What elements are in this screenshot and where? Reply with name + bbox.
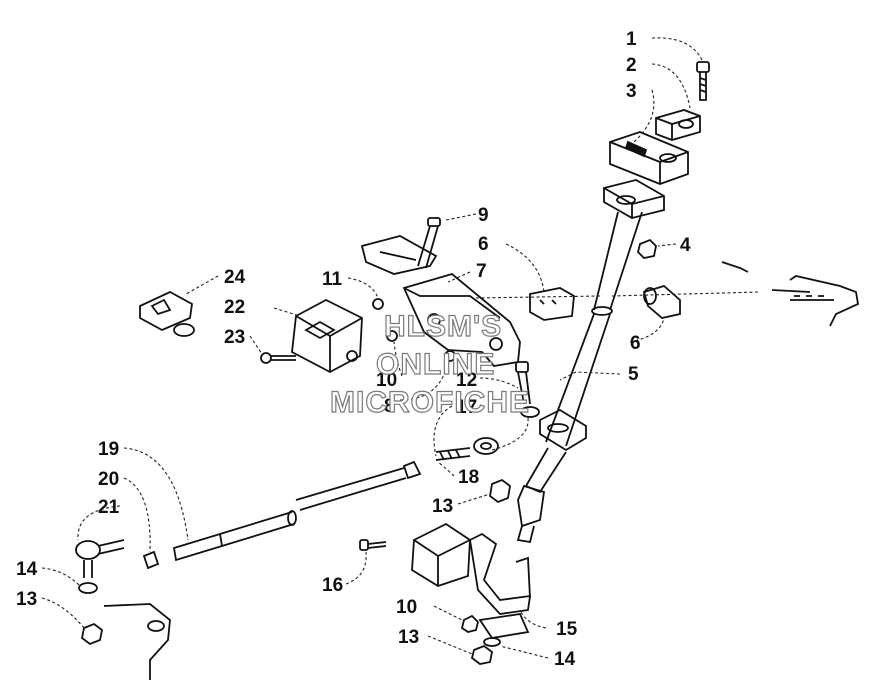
callout-6-lower: 6 — [630, 333, 641, 354]
callout-7: 7 — [476, 261, 487, 282]
part-18-rod-end — [435, 437, 499, 461]
part-7-bracket — [402, 273, 521, 367]
callout-10-lower: 10 — [396, 597, 417, 618]
part-19-tie-rod — [172, 460, 422, 562]
callout-15: 15 — [556, 619, 578, 640]
callout-13-lower: 13 — [398, 627, 419, 648]
watermark: HLSM'S ONLINE MICROFICHE — [329, 309, 530, 419]
callout-8: 8 — [384, 396, 395, 417]
part-24-key — [139, 290, 195, 337]
part-14-washer-left — [78, 582, 98, 594]
callout-18: 18 — [458, 467, 479, 488]
part-lower-block — [411, 522, 471, 587]
callout-14-lower: 14 — [554, 649, 576, 670]
part-9-bolt — [417, 217, 441, 269]
part-22-cover — [291, 298, 363, 374]
callout-13-mid: 13 — [432, 496, 453, 517]
watermark-line-1: HLSM'S — [384, 310, 502, 343]
callout-3: 3 — [626, 81, 637, 102]
part-6-collar-left — [529, 287, 575, 321]
part-upper-ghost-bracket — [360, 235, 438, 275]
part-10-nut-lower — [460, 614, 479, 633]
callout-14-left: 14 — [16, 559, 38, 580]
callout-24: 24 — [224, 267, 246, 288]
callout-20: 20 — [98, 469, 119, 490]
watermark-line-3: MICROFICHE — [330, 386, 530, 419]
callout-9: 9 — [478, 205, 489, 226]
part-3-lower-clamp — [609, 131, 689, 185]
callout-1: 1 — [626, 29, 637, 50]
part-17-washer — [520, 406, 540, 418]
part-right-bolt-assembly — [721, 261, 860, 327]
callout-22: 22 — [224, 297, 245, 318]
callout-23: 23 — [224, 327, 245, 348]
callout-10-upper: 10 — [376, 370, 397, 391]
part-12-bolt — [515, 361, 531, 405]
part-15-lower-bracket — [469, 532, 532, 639]
part-1-bolt — [696, 61, 710, 101]
watermark-line-2: ONLINE — [376, 348, 495, 381]
part-13-nut-lower — [470, 644, 493, 665]
part-2-upper-clamp — [655, 109, 701, 141]
part-23-screw — [260, 352, 296, 364]
part-14-washer-lower — [483, 637, 501, 647]
callout-11: 11 — [322, 269, 343, 290]
callout-5: 5 — [628, 364, 639, 385]
part-13-nut-left — [81, 622, 103, 646]
callout-12: 12 — [456, 370, 477, 391]
part-6-collar-right — [642, 284, 681, 319]
callout-4: 4 — [680, 235, 691, 256]
part-11-nut — [372, 298, 384, 310]
callout-2: 2 — [626, 55, 637, 76]
callout-21: 21 — [98, 497, 120, 518]
leader-lines — [41, 37, 703, 659]
part-10-nut-upper — [386, 330, 398, 342]
part-4-nut — [637, 238, 657, 259]
callout-16: 16 — [322, 575, 343, 596]
part-16-bolt — [359, 539, 387, 551]
callout-labels: 1 2 3 4 5 6 6 7 8 9 10 10 11 12 13 13 13… — [16, 29, 691, 670]
part-21-tie-rod-end — [75, 539, 125, 578]
callout-13-left: 13 — [16, 589, 37, 610]
callout-6-upper: 6 — [478, 234, 489, 255]
callout-19: 19 — [98, 439, 119, 460]
part-8-nut — [444, 350, 456, 362]
callout-17: 17 — [456, 397, 477, 418]
part-lower-arm — [103, 603, 171, 680]
part-13-nut-mid — [489, 478, 511, 504]
part-5-steering-post — [516, 179, 665, 544]
part-20-jam-nut — [142, 550, 160, 570]
